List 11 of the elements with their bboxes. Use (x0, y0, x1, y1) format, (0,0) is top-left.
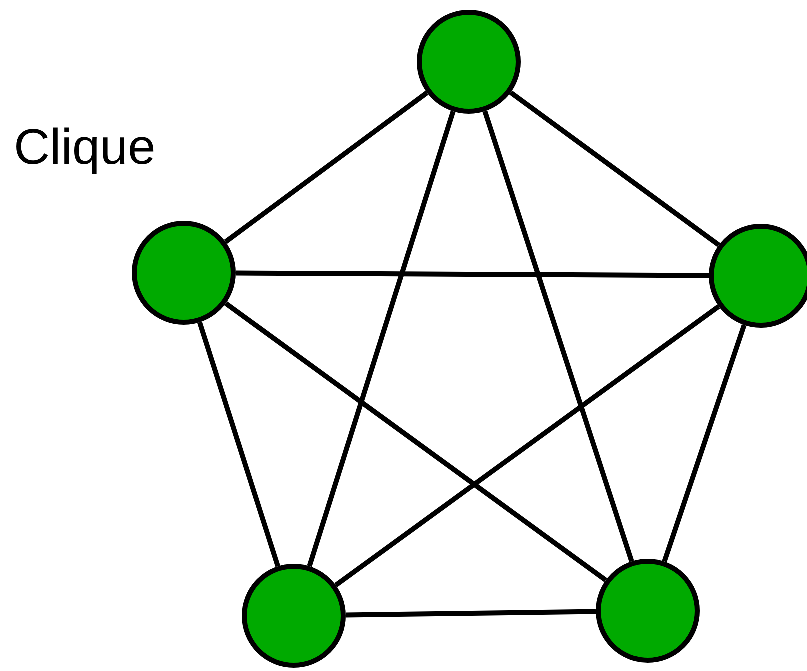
edge-line (509, 90, 721, 248)
edge-line (224, 90, 429, 244)
edge-line (482, 110, 634, 562)
edge-line (198, 322, 280, 568)
edge-line (662, 324, 747, 563)
edge-line (236, 270, 710, 278)
edge-line (334, 304, 720, 588)
graph-label: Clique (14, 118, 156, 176)
edge-line (307, 110, 456, 568)
edge-line (224, 302, 608, 582)
edge-line (346, 609, 596, 618)
